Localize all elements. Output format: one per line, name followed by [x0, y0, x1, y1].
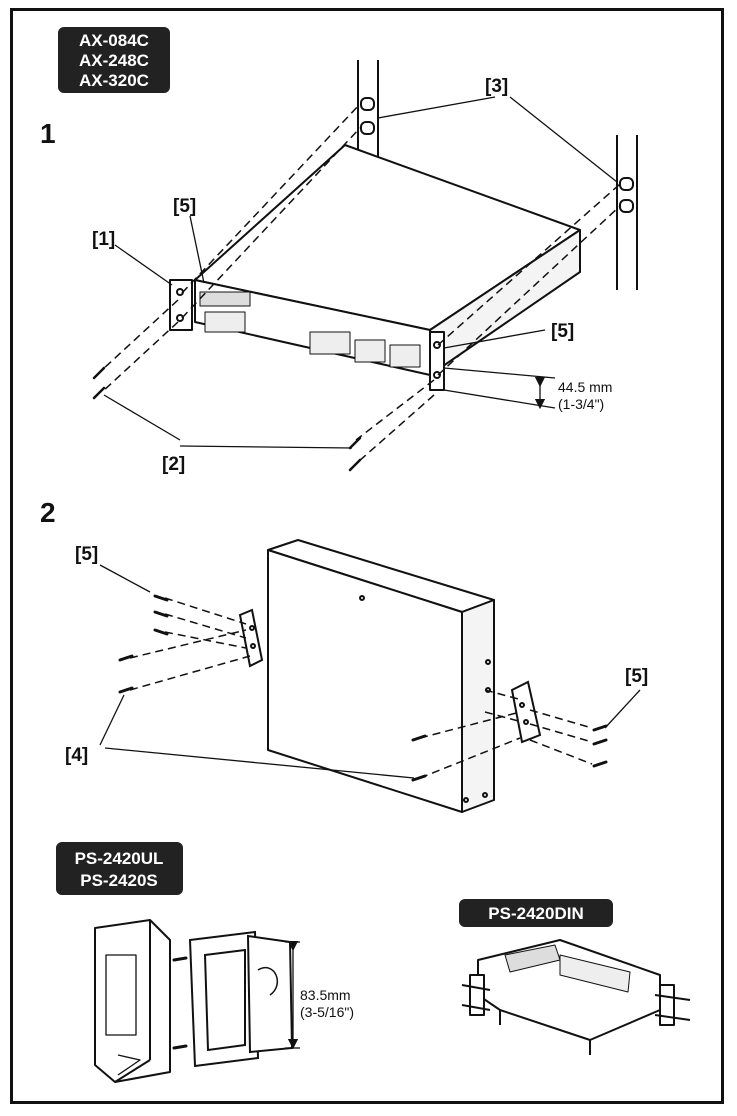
wall-unit — [267, 539, 495, 813]
dimension-44-5-imperial: (1-3/4") — [558, 396, 604, 412]
callout-1: [1] — [92, 229, 115, 250]
power-supply-plugin — [94, 919, 171, 1083]
model-ps-2420s: PS-2420S — [80, 871, 158, 890]
dimension-83-5-metric: 83.5mm — [300, 987, 351, 1003]
rack-unit — [169, 144, 581, 391]
model-badge-ps-ul: PS-2420UL PS-2420S — [56, 842, 183, 895]
screws-1 — [92, 366, 362, 472]
dimension-83-5 — [285, 940, 300, 1050]
model-badge-ax: AX-084C AX-248C AX-320C — [58, 27, 170, 93]
model-ps-2420ul: PS-2420UL — [75, 849, 164, 868]
model-ax-084c: AX-084C — [79, 31, 149, 50]
din-rail-power-supply — [461, 939, 691, 1055]
alignment-lines-1 — [101, 103, 621, 463]
step-number-1: 1 — [40, 118, 56, 149]
step-number-2: 2 — [40, 497, 56, 528]
leader-lines-2 — [99, 564, 641, 779]
callout-2: [2] — [162, 454, 185, 475]
screws-3 — [172, 956, 188, 1050]
callout-5-right-2: [5] — [625, 666, 648, 687]
model-badge-ps-din: PS-2420DIN — [459, 899, 613, 927]
bracket-right — [510, 680, 542, 744]
dimension-44-5 — [443, 367, 556, 410]
model-ax-320c: AX-320C — [79, 71, 149, 90]
dimension-83-5-imperial: (3-5/16") — [300, 1004, 354, 1020]
model-ax-248c: AX-248C — [79, 51, 149, 70]
callout-5-top: [5] — [173, 196, 196, 217]
diagram-frame — [10, 8, 724, 1104]
wall-plate — [188, 930, 294, 1068]
callout-5-left: [5] — [75, 544, 98, 565]
callout-4: [4] — [65, 745, 88, 766]
callout-5-right: [5] — [551, 321, 574, 342]
dimension-44-5-metric: 44.5 mm — [558, 379, 612, 395]
screws-2 — [118, 594, 608, 782]
rack-rail-right — [616, 135, 638, 290]
callout-3: [3] — [485, 76, 508, 97]
model-ps-2420din: PS-2420DIN — [488, 904, 583, 923]
leader-lines-1 — [103, 96, 618, 449]
alignment-lines-2 — [129, 597, 593, 779]
